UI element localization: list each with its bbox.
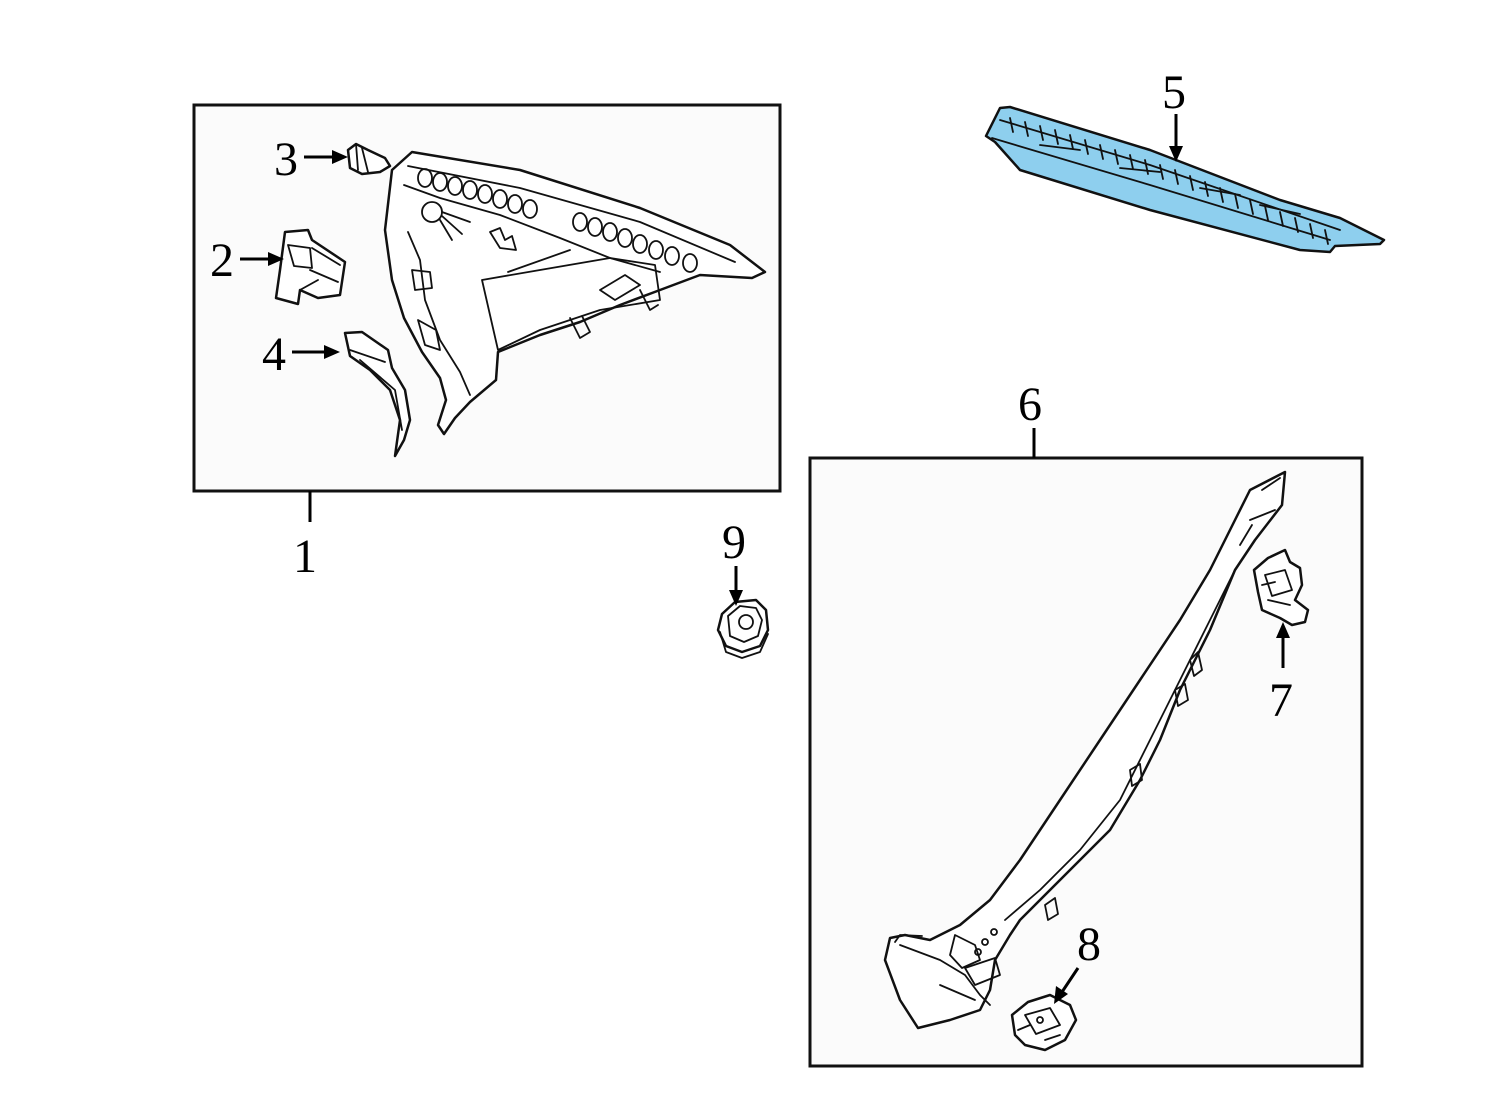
- nut-part-9[interactable]: [716, 598, 770, 659]
- bracket-part-7[interactable]: [1252, 548, 1310, 627]
- callout-8-leader: [1060, 967, 1080, 993]
- quarter-trim-panel[interactable]: [383, 150, 767, 436]
- clip-part-3[interactable]: [346, 142, 392, 176]
- callout-8-arrowhead: [1054, 986, 1068, 1004]
- callout-5[interactable]: 5: [1162, 66, 1186, 119]
- callout-4[interactable]: 4: [262, 328, 286, 381]
- callout-8[interactable]: 8: [1077, 918, 1101, 971]
- bracket-part-2[interactable]: [274, 228, 347, 306]
- callout-1[interactable]: 1: [293, 530, 317, 583]
- callout-9[interactable]: 9: [722, 516, 746, 569]
- callout-6[interactable]: 6: [1018, 378, 1042, 431]
- callout-9-arrowhead: [729, 590, 743, 606]
- callout-7[interactable]: 7: [1269, 674, 1293, 727]
- callout-3[interactable]: 3: [274, 133, 298, 186]
- trim-hole-row: [417, 168, 698, 273]
- bracket-part-8[interactable]: [1010, 993, 1078, 1052]
- sill-plate-part-5[interactable]: [984, 105, 1386, 254]
- trim-piece-part-4[interactable]: [343, 330, 412, 458]
- callout-2-arrowhead: [268, 252, 284, 266]
- callout-7-arrowhead: [1276, 622, 1290, 638]
- callout-5-arrowhead: [1169, 146, 1183, 162]
- callout-4-arrowhead: [324, 345, 340, 359]
- pillar-trim-part-6[interactable]: [883, 470, 1287, 1030]
- sill-plate-teeth: [1009, 117, 1329, 245]
- callout-3-arrowhead: [332, 150, 348, 164]
- callout-2[interactable]: 2: [210, 234, 234, 287]
